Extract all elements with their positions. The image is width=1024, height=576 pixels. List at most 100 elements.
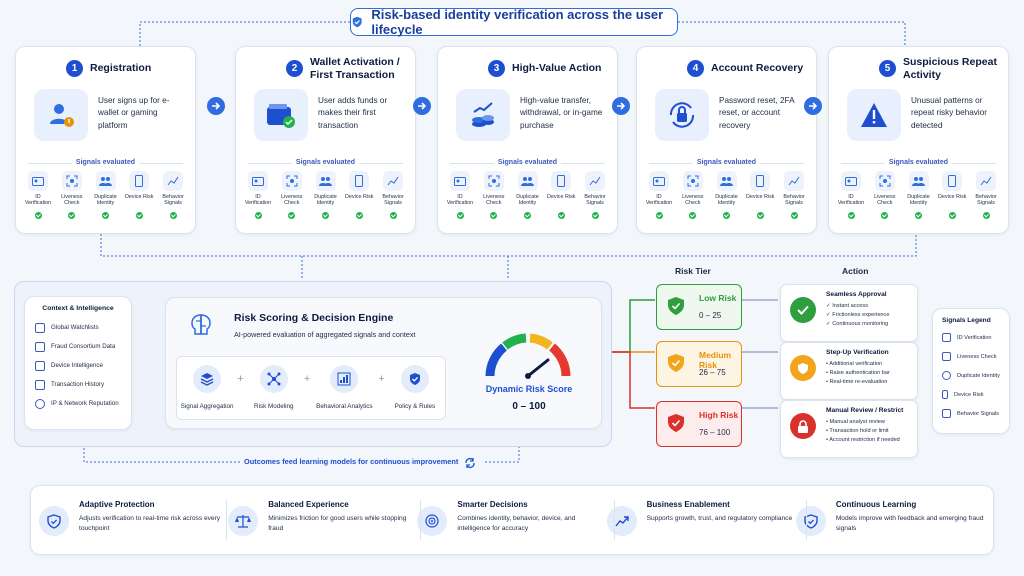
trend-icon [788, 176, 800, 186]
check-icon [982, 212, 990, 219]
signals-label: Signals evaluated [438, 159, 617, 166]
stage-card-high-value-action: 3 High-Value Action High-value transfer,… [437, 46, 618, 234]
id-card-icon [454, 176, 466, 186]
users-icon [319, 176, 332, 186]
check-circle-icon [790, 297, 816, 323]
signal-label: Liveness Check [483, 194, 505, 207]
signal-label: ID Verification [837, 194, 865, 207]
legend-item: Behavior Signals [942, 404, 1000, 423]
signal-label: ID Verification [24, 194, 52, 207]
check-icon [655, 212, 663, 219]
stage-description: Password reset, 2FA reset, or account re… [719, 96, 795, 130]
warning-icon [847, 89, 901, 141]
check-icon [557, 212, 565, 219]
engine-components: Signal Aggregation + Risk Modeling + Beh… [176, 356, 446, 420]
stage-title: Registration [90, 62, 152, 75]
gauge-needle [526, 358, 550, 378]
layers-icon [193, 365, 222, 393]
trend-icon [589, 176, 601, 186]
user-id-icon [34, 89, 88, 141]
signal-duplicate-identity: Duplicate Identity [903, 171, 935, 219]
refresh-icon [464, 456, 476, 474]
benefit-title: Balanced Experience [268, 500, 349, 509]
stage-number: 1 [66, 60, 83, 77]
phone-icon [948, 175, 957, 187]
action-list: • Manual analyst review• Transaction hol… [826, 419, 900, 443]
legend-item: ID Verification [942, 328, 1000, 347]
component-policy-rules: Policy & Rules [385, 365, 445, 410]
device-icon [35, 360, 45, 371]
phone-icon [135, 175, 144, 187]
shield-check-icon [352, 16, 362, 28]
id-card-icon [32, 176, 44, 186]
stage-number: 4 [687, 60, 704, 77]
action-list: • Additional verification• Raise authent… [826, 361, 890, 385]
context-item: Fraud Consortium Data [35, 337, 121, 356]
users-icon [99, 176, 112, 186]
signal-duplicate-identity: Duplicate Identity [90, 171, 122, 219]
benefit-title: Business Enablement [646, 500, 730, 509]
tier-name: Medium Risk [699, 350, 732, 370]
stage-description: User signs up for e-wallet or gaming pla… [98, 96, 170, 130]
signal-label: Device Risk [345, 194, 374, 200]
check-icon [756, 212, 764, 219]
action-manual-review: Manual Review / Restrict • Manual analys… [780, 400, 918, 458]
divider [614, 500, 615, 540]
signals-label: Signals evaluated [829, 159, 1008, 166]
signal-liveness-check: Liveness Check [869, 171, 901, 219]
legend-item: Device Risk [942, 385, 1000, 404]
benefit-description: Adjusts verification to real-time risk a… [79, 515, 221, 533]
users-icon [521, 176, 534, 186]
arrow-right-icon [612, 97, 630, 115]
signal-label: Liveness Check [874, 194, 896, 207]
engine-subtitle: AI-powered evaluation of aggregated sign… [234, 330, 416, 339]
check-icon [389, 212, 397, 219]
action-seamless-approval: Seamless Approval ✓ Instant access✓ Fric… [780, 284, 918, 342]
tier-low-risk: Low Risk 0 – 25 [656, 284, 742, 330]
component-signal-aggregation: Signal Aggregation [177, 365, 237, 410]
phone-icon [355, 175, 364, 187]
legend-item: Liveness Check [942, 347, 1000, 366]
context-item: Transaction History [35, 375, 121, 394]
signal-label: Liveness Check [61, 194, 83, 207]
signal-label: ID Verification [244, 194, 272, 207]
check-icon [490, 212, 498, 219]
id-card-icon [252, 176, 264, 186]
arrow-right-icon [207, 97, 225, 115]
signal-label: Liveness Check [682, 194, 704, 207]
signal-id-verification: ID Verification [643, 171, 675, 219]
benefit-description: Supports growth, trust, and regulatory c… [646, 515, 793, 522]
signal-id-verification: ID Verification [835, 171, 867, 219]
stage-title: High-Value Action [512, 62, 602, 75]
signal-row: ID Verification Liveness Check Duplicate… [835, 171, 1002, 219]
tier-medium-risk: Medium Risk 26 – 75 [656, 341, 742, 387]
history-icon [35, 379, 45, 390]
check-icon [948, 212, 956, 219]
check-icon [790, 212, 798, 219]
users-icon [720, 176, 733, 186]
face-scan-icon [488, 175, 500, 187]
component-label: Policy & Rules [394, 403, 436, 410]
signal-label: Behavior Signals [975, 194, 997, 207]
header-title: Risk-based identity verification across … [371, 7, 664, 37]
signal-row: ID Verification Liveness Check Duplicate… [444, 171, 611, 219]
benefit-title: Continuous Learning [835, 500, 917, 509]
id-card-icon [942, 333, 951, 342]
signal-label: ID Verification [446, 194, 474, 207]
score-label: Dynamic Risk Score [485, 384, 573, 394]
signal-behavior-signals: Behavior Signals [157, 171, 189, 219]
signal-label: Duplicate Identity [516, 194, 539, 207]
signal-label: Behavior Signals [783, 194, 805, 207]
tier-range: 26 – 75 [699, 368, 726, 377]
tier-name: Low Risk [699, 293, 737, 303]
shield-alert-icon [668, 414, 684, 432]
check-icon [68, 212, 76, 219]
signal-device-risk: Device Risk [123, 171, 155, 219]
signal-liveness-check: Liveness Check [276, 171, 308, 219]
component-label: Behavioral Analytics [316, 403, 373, 410]
action-title: Step-Up Verification [826, 349, 889, 356]
